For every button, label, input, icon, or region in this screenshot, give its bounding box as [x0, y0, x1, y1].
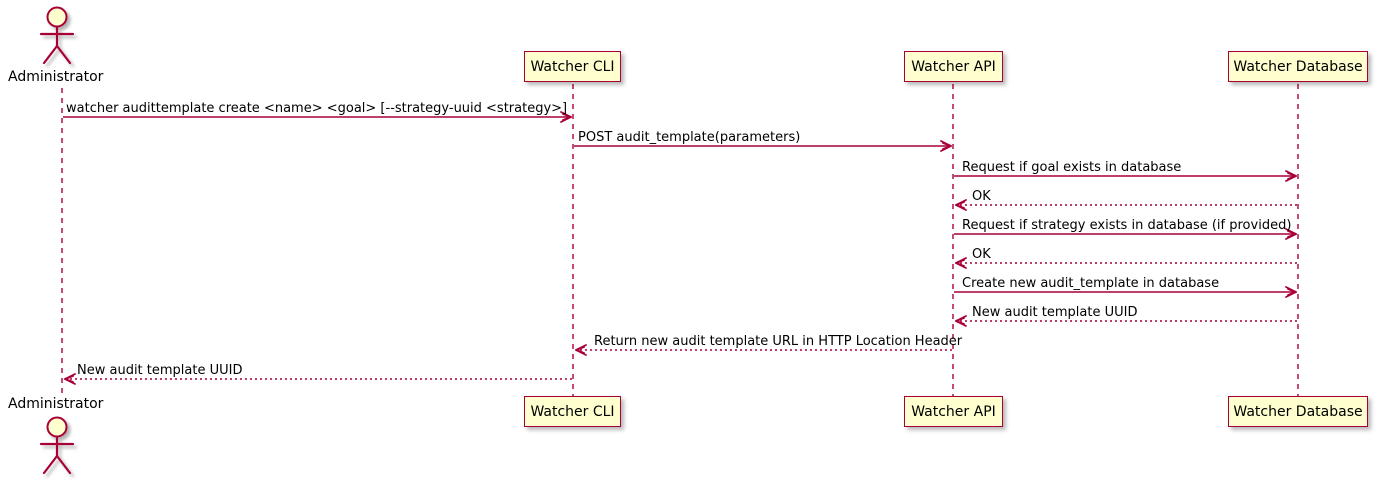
message-label-9: Return new audit template URL in HTTP Lo… [594, 334, 963, 349]
lifelines [61, 84, 1299, 398]
participant-box-watcher-api-top[interactable]: Watcher API [904, 51, 1003, 82]
message-arrow-6 [955, 257, 1297, 269]
message-arrow-10 [64, 373, 572, 385]
message-arrow-3 [954, 170, 1297, 182]
message-label-6: OK [972, 247, 991, 262]
message-arrow-4 [955, 199, 1297, 211]
actor-administrator-top [39, 6, 75, 65]
participant-box-watcher-api-bottom[interactable]: Watcher API [904, 396, 1003, 427]
message-arrow-8 [955, 315, 1297, 327]
message-label-5: Request if strategy exists in database (… [962, 218, 1292, 233]
message-arrows [63, 111, 1297, 385]
message-arrow-1 [63, 111, 572, 123]
message-arrow-5 [954, 228, 1297, 240]
actor-label-administrator-bottom: Administrator [8, 396, 104, 412]
participant-box-watcher-database-top[interactable]: Watcher Database [1228, 51, 1368, 82]
message-label-4: OK [972, 189, 991, 204]
message-arrow-7 [954, 286, 1297, 298]
message-label-10: New audit template UUID [77, 363, 243, 378]
message-arrow-9 [575, 344, 952, 356]
actor-label-administrator-top: Administrator [8, 69, 104, 85]
participant-box-watcher-cli-bottom[interactable]: Watcher CLI [524, 396, 621, 427]
actor-administrator-bottom [39, 416, 75, 475]
participant-box-watcher-cli-top[interactable]: Watcher CLI [524, 51, 621, 82]
participant-box-watcher-database-bottom[interactable]: Watcher Database [1228, 396, 1368, 427]
message-label-7: Create new audit_template in database [962, 276, 1220, 291]
message-arrow-2 [574, 140, 952, 152]
message-label-2: POST audit_template(parameters) [578, 130, 801, 145]
message-label-1: watcher audittemplate create <name> <goa… [66, 101, 568, 116]
message-label-3: Request if goal exists in database [962, 160, 1182, 175]
message-label-8: New audit template UUID [972, 305, 1138, 320]
